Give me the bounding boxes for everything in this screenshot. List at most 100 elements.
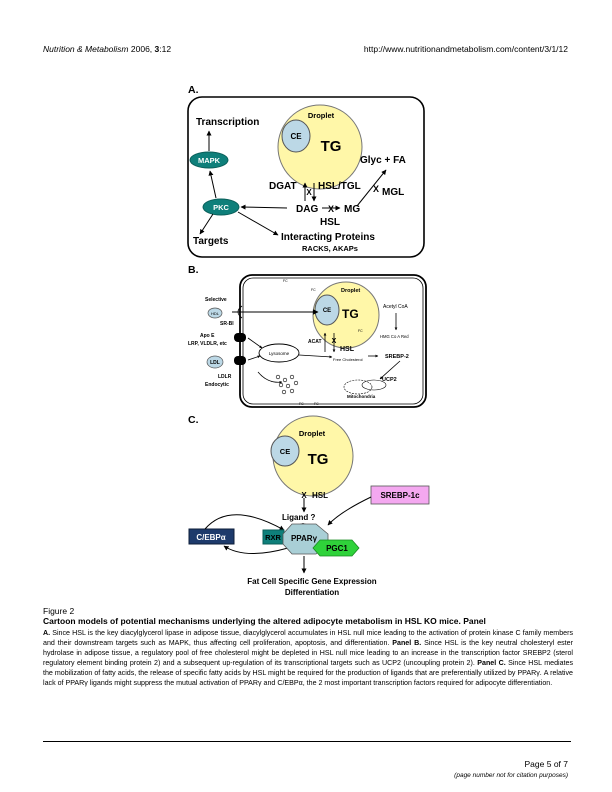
panel-b-ce-label: CE xyxy=(323,308,331,314)
ucp2-mito-shape xyxy=(361,379,387,391)
differentiation-label: Differentiation xyxy=(285,588,339,597)
transcription-label: Transcription xyxy=(196,117,259,128)
fc-label-bottom-2: FC xyxy=(314,402,319,406)
panel-c: CE Droplet TG X HSL SREBP-1c Ligand ? C/… xyxy=(188,415,430,597)
hsl-tgl-block-mark: X xyxy=(306,188,312,197)
racks-akaps-label: RACKS, AKAPs xyxy=(302,244,358,253)
caption-divider xyxy=(43,741,571,742)
panel-a-ce-label: CE xyxy=(290,132,302,141)
pkc-to-interacting-arrow xyxy=(237,211,279,236)
apoe-receptor xyxy=(234,333,246,342)
lysosome xyxy=(258,343,300,363)
srbi-label: SR-BI xyxy=(220,321,234,327)
panel-a-droplet-label: Droplet xyxy=(308,111,335,120)
ucp2-label: UCP2 xyxy=(382,377,397,383)
caption-panel-b-text: Since HSL is the key neutral cholesteryl… xyxy=(43,639,573,667)
acetyl-coa-label: Acetyl CoA xyxy=(383,304,408,310)
panel-b-block-mark: X xyxy=(332,338,337,345)
panel-a-ce-sphere xyxy=(281,119,311,153)
fc-label-right: FC xyxy=(358,329,363,333)
pkc-to-targets-arrow xyxy=(199,213,214,235)
interacting-proteins-label: Interacting Proteins xyxy=(281,232,375,243)
figure-diagram: CE Droplet TG Transcription MAPK PKC Tar… xyxy=(187,96,430,597)
srebp1c-to-ligand-arrow xyxy=(327,496,372,526)
ldlr-receptor xyxy=(234,356,246,365)
panel-c-label: C. xyxy=(188,414,199,426)
pkc-label: PKC xyxy=(213,203,229,212)
panel-a-label: A. xyxy=(188,84,199,96)
article-url-link[interactable]: http://www.nutritionandmetabolism.com/co… xyxy=(363,44,568,54)
acat-label: ACAT xyxy=(308,339,322,345)
journal-year: 2006, xyxy=(130,44,153,54)
caption-panel-a-label: A. xyxy=(43,629,51,637)
srebp2-label: SREBP-2 xyxy=(385,354,409,360)
endocytic-label: Endocytic xyxy=(205,382,229,388)
cebp-box xyxy=(188,528,235,545)
mitochondria-label: Mitochondria xyxy=(347,394,376,399)
ppar-label: PPARγ xyxy=(291,534,318,543)
caption-panel-b-label: Panel B. xyxy=(392,639,422,647)
figure-caption: A. Since HSL is the key diacylglycerol l… xyxy=(43,628,573,688)
expression-label: Fat Cell Specific Gene Expression xyxy=(247,577,376,586)
free-cholesterol-label: Free Cholesterol xyxy=(333,357,363,362)
caption-panel-a-text: Since HSL is the key diacylglycerol lipa… xyxy=(43,629,573,647)
lrp-label: LRP, VLDLR, etc xyxy=(188,341,227,347)
panel-c-hsl-label: HSL xyxy=(312,491,328,500)
srebp1c-box xyxy=(370,485,430,505)
journal-volume: 3 xyxy=(154,44,160,54)
hsl-label: HSL xyxy=(320,217,340,228)
hdl-particle xyxy=(207,307,223,319)
dag-to-pkc-arrow xyxy=(240,204,288,210)
panel-a: CE Droplet TG Transcription MAPK PKC Tar… xyxy=(187,96,425,258)
srebp2-to-ucp2-arrow xyxy=(379,360,401,380)
panel-c-tg-label: TG xyxy=(308,451,329,468)
running-header-citation: Nutrition & Metabolism 2006, 3:12 xyxy=(43,44,171,54)
cebp-label: C/EBPα xyxy=(196,533,225,542)
page-number: Page 5 of 7 xyxy=(524,759,568,769)
panel-c-block-mark: X xyxy=(301,491,307,500)
figure-number: Figure 2 xyxy=(43,606,75,616)
panel-c-droplet-label: Droplet xyxy=(299,429,326,438)
endocytic-path-arrow xyxy=(257,371,283,384)
mg-to-glyc-arrow xyxy=(356,169,387,207)
caption-panel-c-label: Panel C. xyxy=(477,659,506,667)
figure-title: Cartoon models of potential mechanisms u… xyxy=(43,616,486,626)
panel-b-label: B. xyxy=(188,264,199,276)
glyc-fa-label: Glyc + FA xyxy=(360,155,406,166)
mgl-label: MGL xyxy=(382,187,404,198)
ldlr-label: LDLR xyxy=(218,374,232,380)
mg-label: MG xyxy=(344,204,360,215)
caption-panel-c-text: Since HSL mediates the mobilization of f… xyxy=(43,659,574,687)
panel-c-ce-label: CE xyxy=(280,447,290,456)
dag-block-mark: X xyxy=(328,204,334,214)
panel-b: CE Droplet TG FC FC FC Selective HDL SR-… xyxy=(188,274,427,408)
ldl-label: LDL xyxy=(210,360,220,366)
srebp1c-label: SREBP-1c xyxy=(380,491,420,500)
journal-issue: :12 xyxy=(159,44,172,54)
ligand-label: Ligand ? xyxy=(282,513,315,522)
ppar-to-cebp-arrow xyxy=(223,545,289,555)
mapk-node xyxy=(189,151,229,169)
hdl-label: HDL xyxy=(211,311,220,316)
lysosome-label: Lysosome xyxy=(269,351,290,356)
mitochondria-shape xyxy=(343,379,373,395)
mgl-block-mark: X xyxy=(373,184,379,194)
panel-a-tg-label: TG xyxy=(321,138,342,155)
page-number-note: (page number not for citation purposes) xyxy=(454,772,568,779)
pgc1-shape xyxy=(312,539,360,557)
panel-b-tg-label: TG xyxy=(342,307,359,321)
journal-name: Nutrition & Metabolism xyxy=(43,44,129,54)
dgat-label: DGAT xyxy=(269,181,297,192)
vesicle-cluster xyxy=(275,374,299,395)
hsl-tgl-label: HSL/TGL xyxy=(318,181,361,192)
panel-c-ce-sphere xyxy=(270,435,300,467)
lysosome-to-fc-arrow xyxy=(298,354,333,359)
panel-b-hsl-label: HSL xyxy=(340,346,355,353)
ldl-particle xyxy=(206,355,224,369)
pkc-to-mapk-arrow xyxy=(208,170,217,199)
hmg-coa-label: HMG Co A Red xyxy=(380,334,409,339)
targets-label: Targets xyxy=(193,236,229,247)
apoe-label: Apo E xyxy=(200,333,215,339)
apoe-to-lysosome-arrow xyxy=(247,337,263,349)
selective-label: Selective xyxy=(205,297,227,303)
